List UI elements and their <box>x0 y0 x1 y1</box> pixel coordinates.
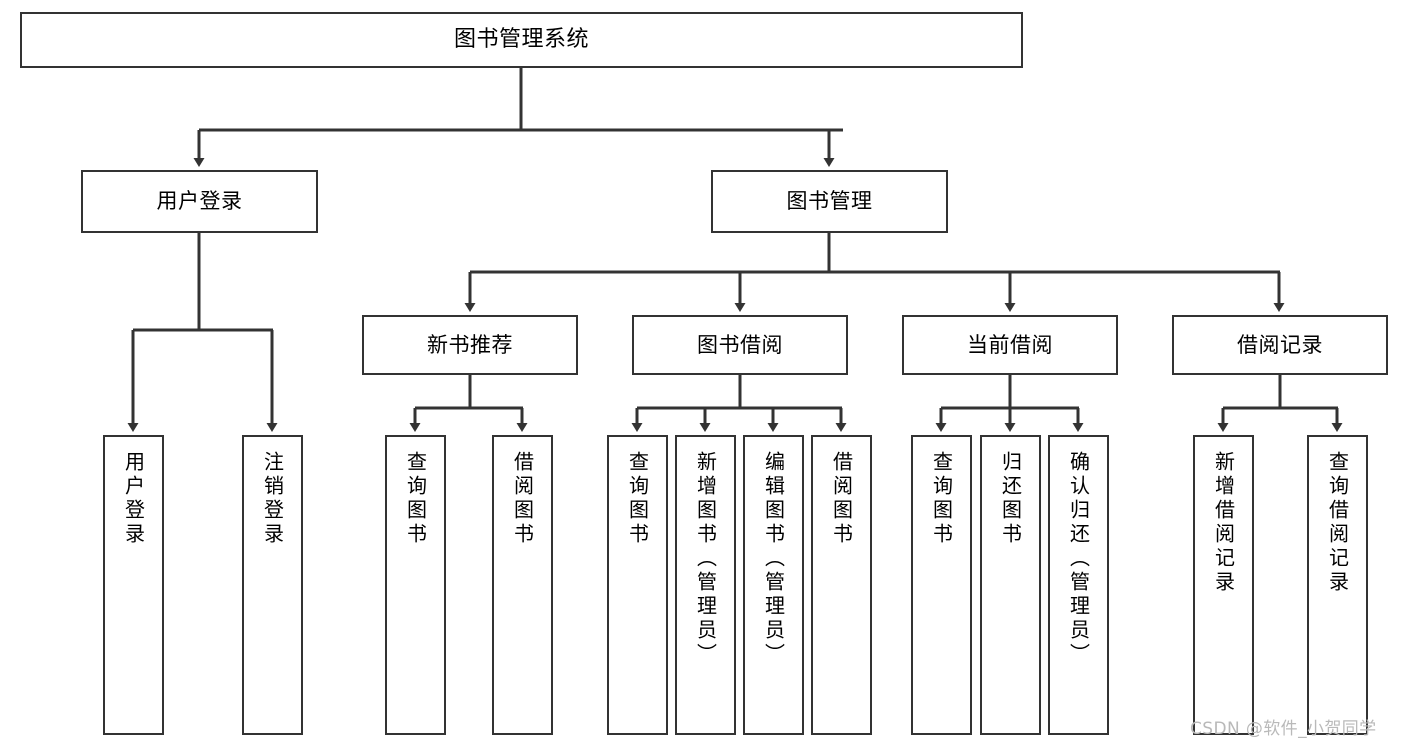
node-label: 借阅记录 <box>1237 332 1323 357</box>
node-label: 查询借阅记录 <box>1325 451 1350 595</box>
node-new-book-recommendation[interactable]: 新书推荐 <box>362 315 578 375</box>
leaf-query-book-recommendation[interactable]: 查询图书 <box>385 435 446 735</box>
leaf-logout[interactable]: 注销登录 <box>242 435 303 735</box>
node-label: 查询图书 <box>403 451 428 547</box>
leaf-confirm-return-admin[interactable]: 确认归还（管理员） <box>1048 435 1109 735</box>
node-label: 归还图书 <box>998 451 1023 547</box>
leaf-return-book[interactable]: 归还图书 <box>980 435 1041 735</box>
leaf-add-book-admin[interactable]: 新增图书（管理员） <box>675 435 736 735</box>
leaf-query-book-current[interactable]: 查询图书 <box>911 435 972 735</box>
node-label: 借阅图书 <box>510 451 535 547</box>
node-book-management[interactable]: 图书管理 <box>711 170 948 233</box>
node-label: 注销登录 <box>260 451 285 547</box>
csdn-watermark: CSDN @软件_小贺同学 <box>1190 719 1377 739</box>
node-label: 新书推荐 <box>427 332 513 357</box>
node-borrow-records[interactable]: 借阅记录 <box>1172 315 1388 375</box>
leaf-edit-book-admin[interactable]: 编辑图书（管理员） <box>743 435 804 735</box>
node-label: 用户登录 <box>121 451 146 547</box>
node-label: 新增借阅记录 <box>1211 451 1236 595</box>
node-label: 图书借阅 <box>697 332 783 357</box>
leaf-query-book-borrowing[interactable]: 查询图书 <box>607 435 668 735</box>
node-label: 查询图书 <box>625 451 650 547</box>
node-label: 查询图书 <box>929 451 954 547</box>
node-root-system[interactable]: 图书管理系统 <box>20 12 1023 68</box>
node-label: 图书管理系统 <box>453 26 589 52</box>
node-current-borrowing[interactable]: 当前借阅 <box>902 315 1118 375</box>
node-label: 新增图书（管理员） <box>693 451 718 667</box>
node-book-borrowing[interactable]: 图书借阅 <box>632 315 848 375</box>
node-user-login[interactable]: 用户登录 <box>81 170 318 233</box>
leaf-user-login[interactable]: 用户登录 <box>103 435 164 735</box>
node-label: 当前借阅 <box>967 332 1053 357</box>
leaf-add-borrow-record[interactable]: 新增借阅记录 <box>1193 435 1254 735</box>
leaf-query-borrow-record[interactable]: 查询借阅记录 <box>1307 435 1368 735</box>
leaf-borrow-book-borrowing[interactable]: 借阅图书 <box>811 435 872 735</box>
node-label: 编辑图书（管理员） <box>761 451 786 667</box>
node-label: 用户登录 <box>156 189 243 214</box>
node-label: 借阅图书 <box>829 451 854 547</box>
leaf-borrow-book-recommendation[interactable]: 借阅图书 <box>492 435 553 735</box>
node-label: 图书管理 <box>786 189 873 214</box>
node-label: 确认归还（管理员） <box>1066 451 1091 667</box>
